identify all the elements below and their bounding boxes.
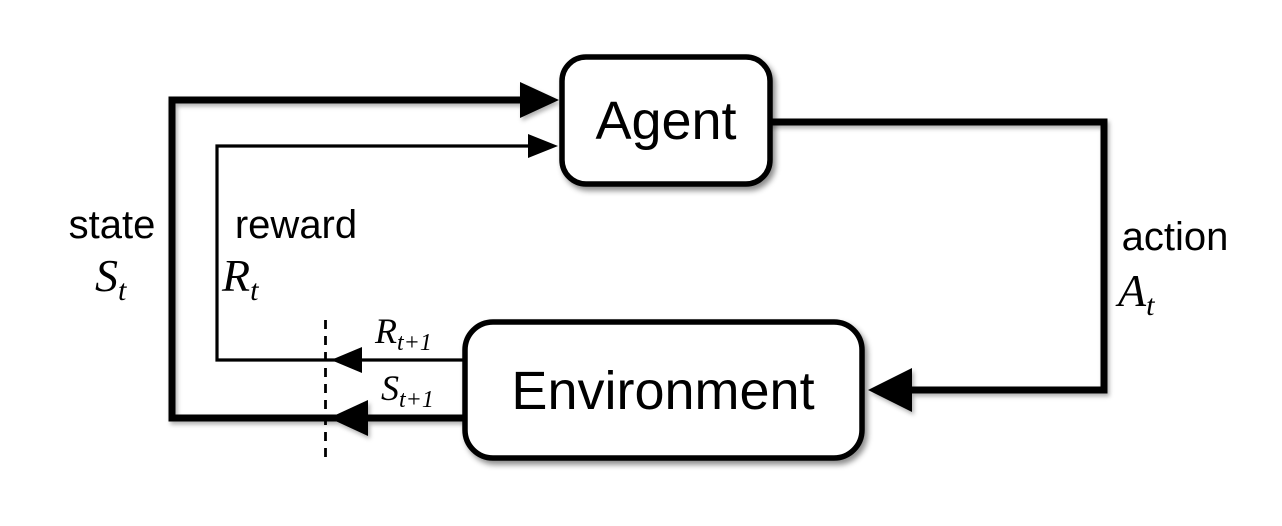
environment-node: Environment [462,319,865,461]
state-arrowhead-into-agent-icon [520,82,559,118]
state-word-label: state [69,203,156,247]
next-reward-symbol-subscript: t+1 [397,330,432,356]
state-arrowhead-at-divider-icon [329,400,368,436]
next-reward-symbol-label: Rt+1 [374,311,432,356]
reward-word-label: reward [235,203,357,247]
action-symbol-main: A [1115,265,1147,316]
state-line [168,96,524,422]
next-state-symbol-subscript: t+1 [399,387,434,413]
action-arrowhead-into-environment-icon [868,368,912,412]
reward-symbol-subscript: t [250,274,259,307]
reward-arrowhead-into-agent-icon [528,134,558,158]
next-state-symbol-label: St+1 [381,368,434,413]
environment-node-label: Environment [511,361,814,421]
action-symbol-subscript: t [1146,289,1155,322]
state-symbol-subscript: t [118,274,127,307]
environment-node-box [462,319,865,461]
state-symbol-main: S [95,250,118,301]
reward-symbol-main: R [221,250,250,301]
action-line [768,118,1108,394]
agent-node-box [559,54,773,187]
action-word-label: action [1122,215,1229,259]
agent-node: Agent [559,54,773,187]
action-arrow [768,118,1108,412]
action-symbol-label: At [1115,265,1155,322]
reward-arrowhead-at-divider-icon [331,347,362,373]
agent-node-label: Agent [595,91,736,151]
next-reward-symbol-main: R [374,311,397,351]
reward-symbol-label: Rt [221,250,259,307]
next-state-symbol-main: S [381,368,399,408]
state-symbol-label: St [95,250,127,307]
reward-arrow [215,134,558,373]
state-arrow [168,82,559,436]
